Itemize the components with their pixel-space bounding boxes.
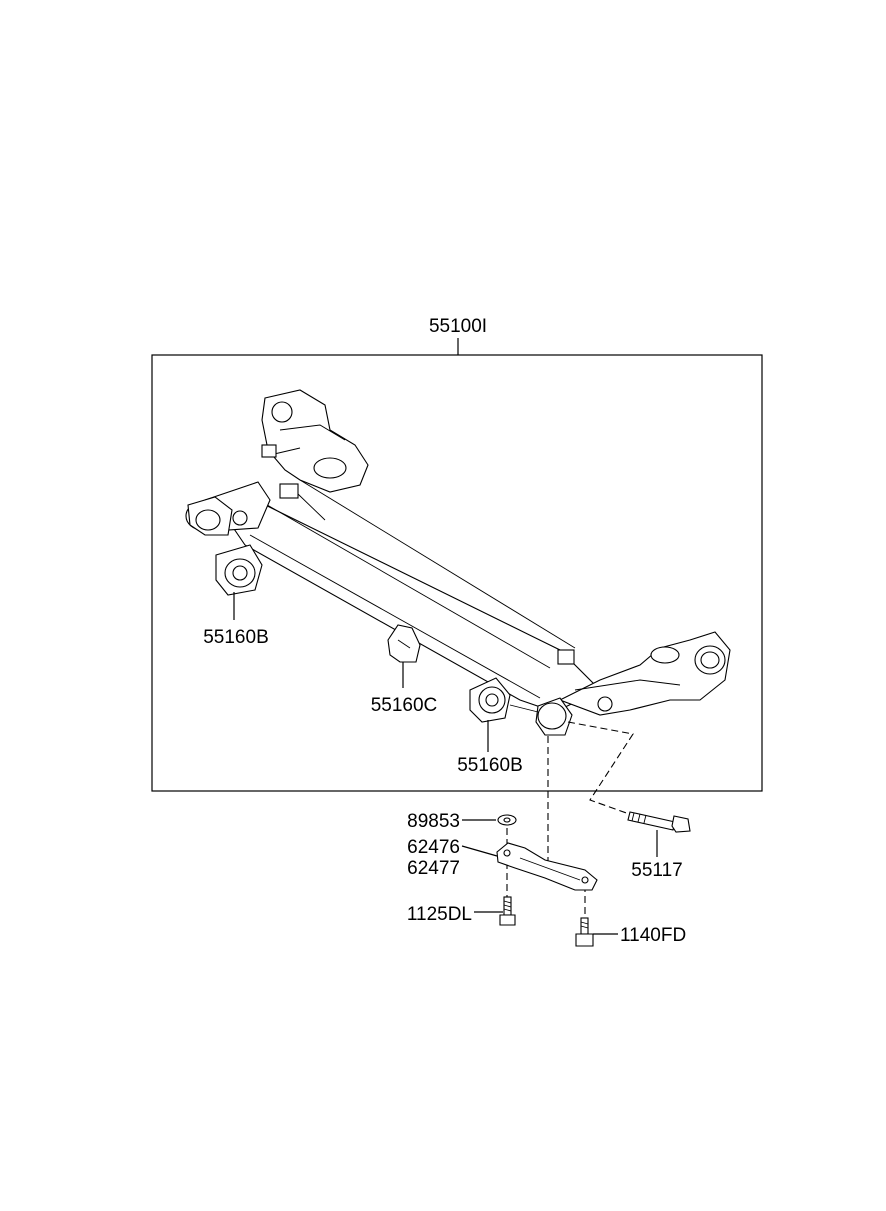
washer[interactable]: [497, 814, 517, 826]
bolt-long[interactable]: [627, 811, 691, 833]
label-bolt-small: 1125DL: [407, 904, 472, 925]
right-bushing-housing[interactable]: [535, 697, 573, 736]
label-washer: 89853: [407, 811, 460, 832]
label-stopper: 55160C: [371, 695, 438, 716]
dash-bolt-path: [567, 721, 634, 816]
label-bushing-left: 55160B: [203, 627, 269, 648]
label-bracket-a: 62476: [407, 837, 460, 858]
axle-beam[interactable]: [227, 479, 601, 713]
label-bracket-b: 62477: [407, 858, 460, 879]
label-bolt-long: 55117: [631, 860, 682, 881]
bolt-small[interactable]: [499, 896, 516, 926]
label-assembly: 55100I: [429, 316, 487, 337]
bracket[interactable]: [496, 842, 598, 891]
label-bushing-right: 55160B: [457, 755, 523, 776]
bushing-right-connector: [509, 704, 539, 713]
bushing-right[interactable]: [469, 677, 511, 723]
bushing-left[interactable]: [215, 544, 263, 596]
right-trailing-arm[interactable]: [557, 631, 731, 716]
label-bolt-flange: 1140FD: [620, 925, 686, 946]
stopper[interactable]: [387, 624, 421, 663]
bracket-leader: [461, 845, 498, 857]
assembly-frame: [151, 354, 763, 792]
left-bushing-housing[interactable]: [185, 496, 233, 536]
bolt-flange[interactable]: [575, 917, 594, 947]
